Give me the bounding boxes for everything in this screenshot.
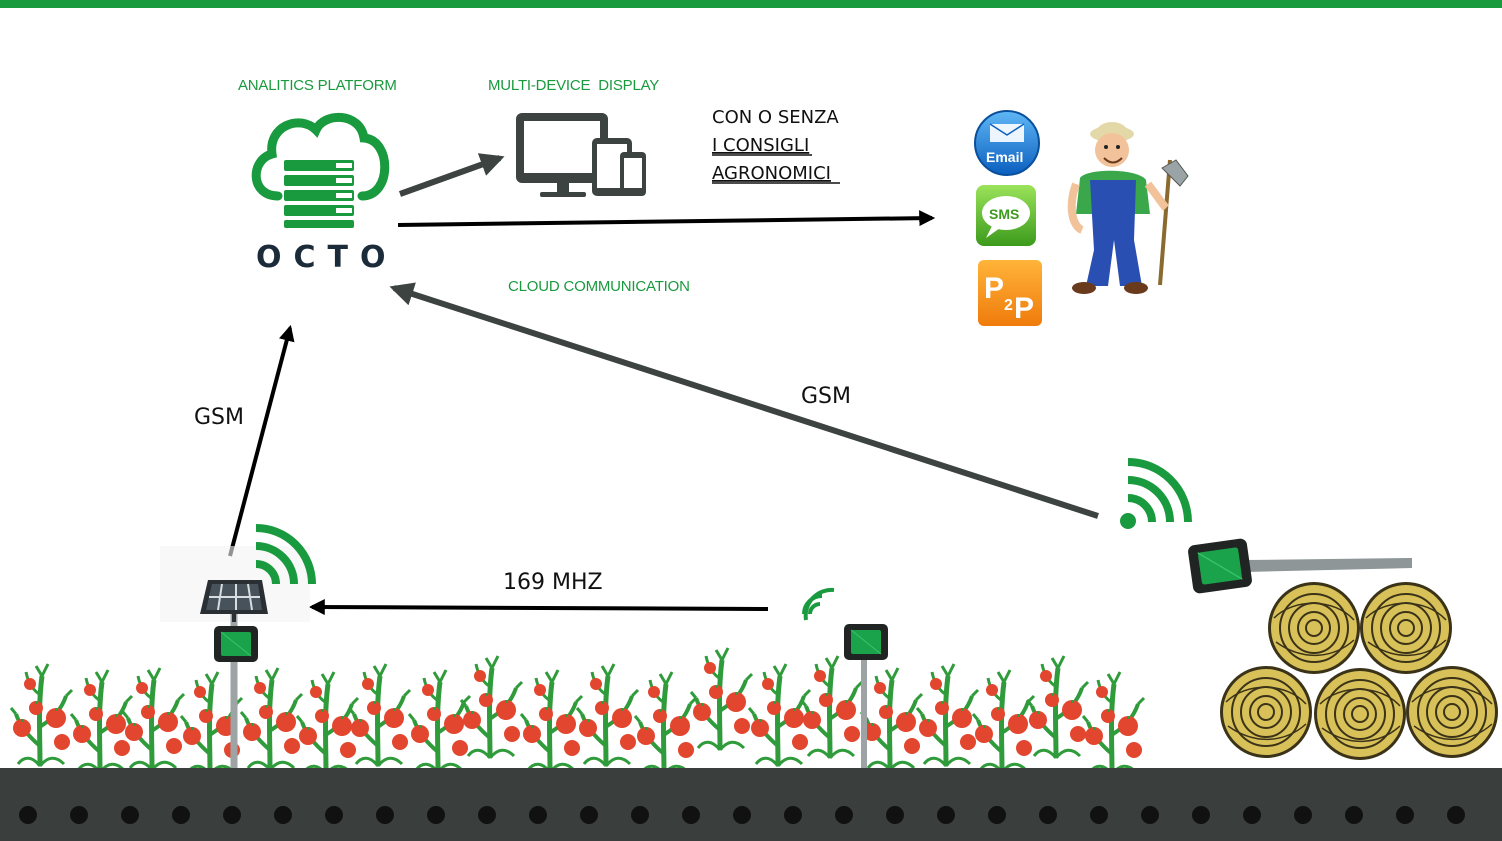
- farmer-icon: [1067, 122, 1189, 294]
- wifi-signal-icon: [802, 587, 835, 621]
- tomato-plant-icon: [749, 664, 810, 766]
- field-sensor: [802, 587, 889, 768]
- multi-device-display-label: MULTI-DEVICE DISPLAY: [488, 77, 659, 94]
- email-icon: Email: [974, 110, 1040, 176]
- p2p-letter-1: P: [984, 272, 1004, 305]
- ground-hole: [376, 806, 394, 824]
- p2p-icon: P 2 P: [978, 260, 1042, 326]
- ground-hole: [427, 806, 445, 824]
- ground-hole: [784, 806, 802, 824]
- octo-logo: OCTO: [256, 240, 398, 275]
- ground-hole: [1192, 806, 1210, 824]
- solar-panel-icon: [200, 580, 268, 622]
- ground-hole: [580, 806, 598, 824]
- tomato-plant-icon: [241, 668, 302, 770]
- ground-hole: [529, 806, 547, 824]
- monitor-tablet-phone-icon: [516, 113, 646, 197]
- advice-line-3: AGRONOMICI: [712, 163, 831, 184]
- ground-hole: [325, 806, 343, 824]
- p2p-letter-2: P: [1014, 292, 1034, 325]
- arrow-cloud-to-display: [398, 153, 505, 197]
- tomato-plant-icon: [1027, 656, 1088, 758]
- ground-hole: [733, 806, 751, 824]
- ground-strip: [0, 768, 1502, 841]
- radio-169mhz-label: 169 MHZ: [503, 570, 603, 595]
- arrow-cloud-to-farmer: [397, 210, 936, 227]
- top-accent-bar: [0, 0, 1502, 8]
- tomato-plant-icon: [635, 672, 696, 774]
- tomato-plant-icon: [691, 648, 752, 750]
- ground-hole: [1396, 806, 1414, 824]
- ground-hole: [223, 806, 241, 824]
- ground-hole: [988, 806, 1006, 824]
- ground-hole: [172, 806, 190, 824]
- tomato-plant-icon: [461, 656, 522, 758]
- advice-note: CON O SENZA I CONSIGLI AGRONOMICI: [712, 107, 840, 184]
- gsm-left-label: GSM: [194, 405, 244, 430]
- wifi-signal-icon: [255, 524, 316, 585]
- hay-bales: [1219, 581, 1499, 761]
- ground-hole: [1090, 806, 1108, 824]
- tomato-plant-icon: [349, 664, 410, 766]
- arrow-169mhz: [308, 599, 769, 616]
- hay-bale-icon: [1359, 581, 1453, 675]
- wifi-signal-icon: [1120, 458, 1192, 529]
- tomato-plant-icon: [71, 670, 132, 772]
- ground-hole: [1141, 806, 1159, 824]
- ground-hole: [1345, 806, 1363, 824]
- arrow-gsm-left: [228, 324, 295, 557]
- tomato-plant-icon: [577, 664, 638, 766]
- solar-station: [160, 524, 316, 768]
- tomato-plant-icon: [297, 672, 358, 774]
- sensor-device-icon: [843, 623, 889, 661]
- sms-label: SMS: [989, 206, 1019, 222]
- tomato-plant-icon: [409, 670, 470, 772]
- advice-line-2: I CONSIGLI: [712, 135, 809, 156]
- sms-icon: SMS: [976, 185, 1036, 246]
- email-label: Email: [986, 149, 1023, 165]
- ground-hole: [835, 806, 853, 824]
- cloud-server-icon: [251, 113, 390, 228]
- tomato-plant-icon: [801, 656, 862, 758]
- tomato-plant-icon: [861, 668, 922, 770]
- hay-bale-icon: [1313, 667, 1407, 761]
- analytics-platform-label: ANALITICS PLATFORM: [238, 77, 397, 94]
- p2p-number: 2: [1004, 297, 1013, 314]
- tomato-plant-icon: [521, 670, 582, 772]
- tomato-plant-icon: [973, 670, 1034, 772]
- ground-hole: [1294, 806, 1312, 824]
- sensor-device-icon: [213, 625, 259, 663]
- ground-hole: [121, 806, 139, 824]
- tomato-plant-icon: [917, 664, 978, 766]
- ground-hole: [937, 806, 955, 824]
- advice-line-1: CON O SENZA: [712, 107, 839, 128]
- hay-bale-icon: [1267, 581, 1361, 675]
- arrow-gsm-right: [389, 282, 1099, 519]
- tomato-plant-icon: [1083, 672, 1144, 774]
- ground-hole: [886, 806, 904, 824]
- tomato-field: [11, 648, 1144, 774]
- hay-probe-sensor: [1120, 458, 1412, 595]
- ground-hole: [478, 806, 496, 824]
- gsm-right-label: GSM: [801, 384, 851, 409]
- ground-hole: [19, 806, 37, 824]
- hay-bale-icon: [1219, 665, 1313, 759]
- ground-hole: [631, 806, 649, 824]
- ground-hole: [682, 806, 700, 824]
- tomato-plant-icon: [11, 664, 72, 766]
- cloud-communication-label: CLOUD COMMUNICATION: [508, 278, 690, 295]
- ground-hole: [1243, 806, 1261, 824]
- ground-hole: [274, 806, 292, 824]
- ground-hole: [1039, 806, 1057, 824]
- tomato-plant-icon: [123, 668, 184, 770]
- sensor-device-icon: [1186, 537, 1254, 595]
- ground-hole: [1447, 806, 1465, 824]
- hay-bale-icon: [1405, 665, 1499, 759]
- ground-hole: [70, 806, 88, 824]
